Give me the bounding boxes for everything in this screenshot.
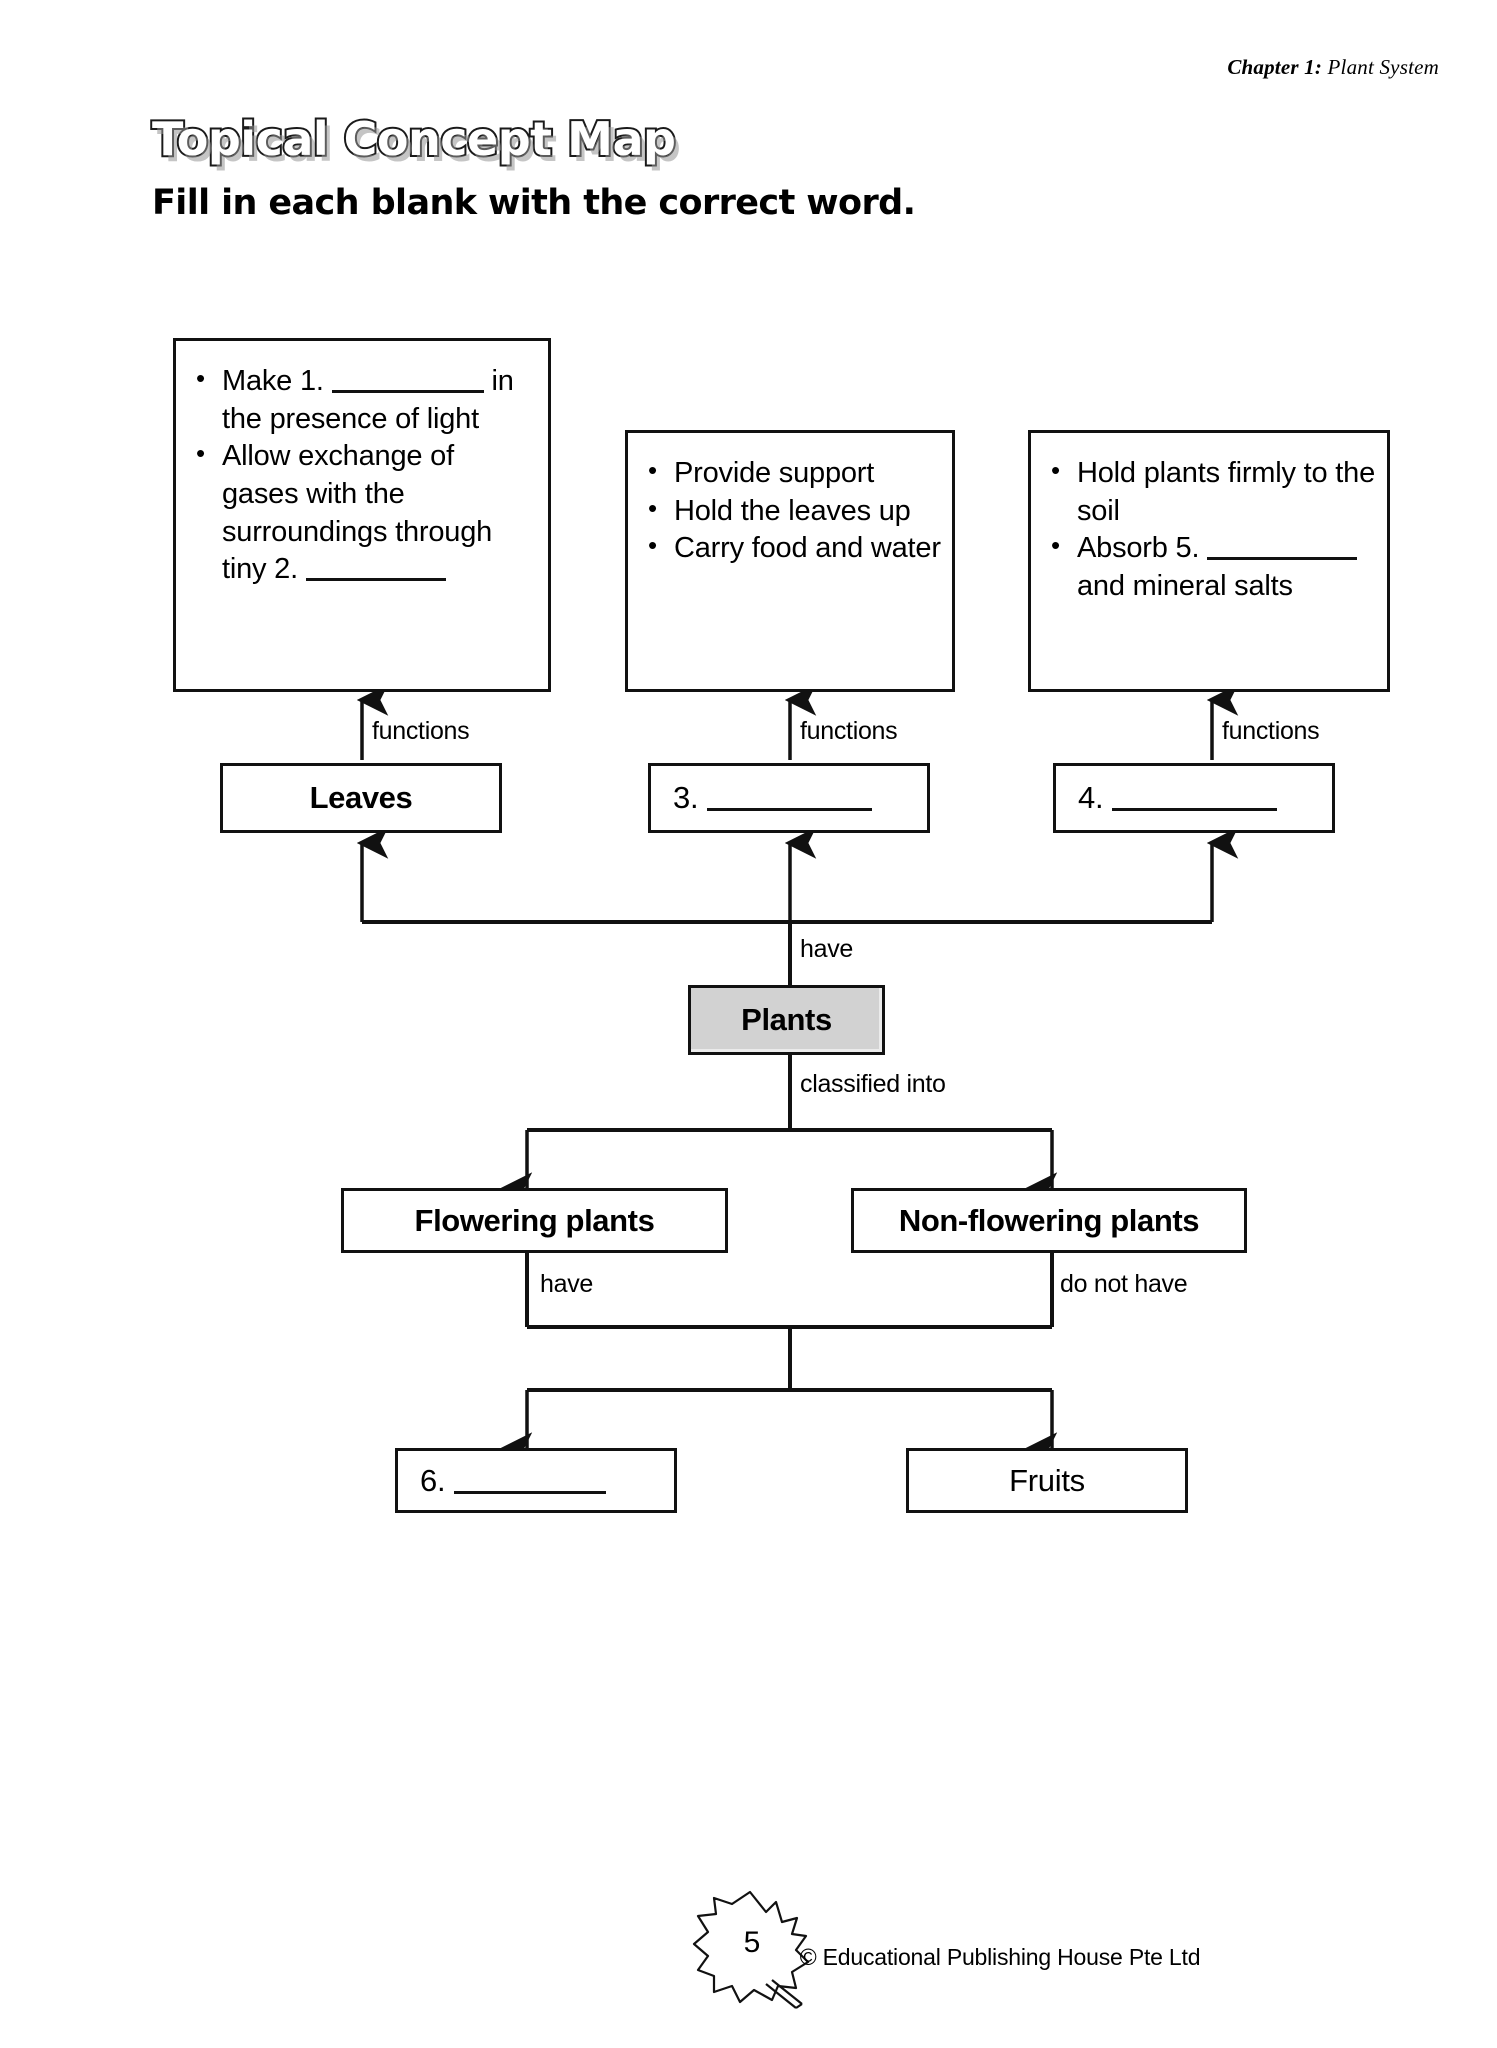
edge-label-classified-into: classified into: [800, 1070, 946, 1098]
bullet-item: Make 1. in the presence of light: [188, 362, 538, 438]
edge-label-functions-mid: functions: [800, 717, 898, 745]
edge-label-functions-left: functions: [372, 717, 470, 745]
bullet-item: Hold plants firmly to the soil: [1043, 454, 1379, 530]
node-plants: Plants: [688, 985, 885, 1055]
node-part-4: 4.: [1053, 763, 1335, 833]
blank-5[interactable]: [1207, 557, 1358, 561]
leaf-functions-box: Make 1. in the presence of light Allow e…: [173, 338, 551, 692]
chapter-title: Plant System: [1327, 55, 1439, 79]
node-part-4-label: 4.: [1078, 780, 1277, 816]
blank-3[interactable]: [706, 808, 872, 811]
chapter-header: Chapter 1: Plant System: [1227, 55, 1439, 80]
leaf-page-marker: [692, 1890, 810, 2009]
bullet-item: Absorb 5. and mineral salts: [1043, 529, 1379, 605]
root-functions-box: Hold plants firmly to the soil Absorb 5.…: [1028, 430, 1390, 692]
node-non-flowering-plants-label: Non-flowering plants: [898, 1202, 1200, 1238]
page-title: Topical Concept Map: [150, 110, 678, 168]
bullet-item: Carry food and water: [640, 529, 944, 568]
node-fruits-label: Fruits: [1009, 1462, 1085, 1498]
bullet-item: Allow exchange of gases with the surroun…: [188, 437, 538, 589]
edge-label-have-top: have: [800, 935, 854, 963]
edge-label-have-flowering: have: [540, 1270, 594, 1298]
node-fruits: Fruits: [906, 1448, 1188, 1513]
node-leaves: Leaves: [220, 763, 502, 833]
blank-4[interactable]: [1111, 808, 1277, 811]
edge-label-do-not-have: do not have: [1060, 1270, 1188, 1298]
node-non-flowering-plants: Non-flowering plants: [851, 1188, 1247, 1253]
footer-copyright: © Educational Publishing House Pte Ltd: [799, 1944, 1201, 1970]
edge-label-functions-right: functions: [1222, 717, 1320, 745]
chapter-number: Chapter 1:: [1227, 55, 1323, 79]
node-blank-6-label: 6.: [420, 1463, 606, 1499]
node-part-3-label: 3.: [673, 780, 872, 816]
node-leaves-label: Leaves: [309, 780, 413, 815]
instruction-text: Fill in each blank with the correct word…: [152, 183, 916, 223]
blank-2[interactable]: [305, 578, 446, 582]
node-plants-label: Plants: [741, 1002, 832, 1037]
node-blank-6: 6.: [395, 1448, 677, 1513]
blank-1[interactable]: [331, 390, 484, 393]
node-flowering-plants: Flowering plants: [341, 1188, 728, 1253]
node-part-3: 3.: [648, 763, 930, 833]
blank-6[interactable]: [453, 1490, 606, 1494]
stem-functions-box: Provide support Hold the leaves up Carry…: [625, 430, 955, 692]
bullet-item: Provide support: [640, 454, 944, 493]
bullet-item: Hold the leaves up: [640, 492, 944, 531]
node-flowering-plants-label: Flowering plants: [414, 1202, 655, 1238]
page-number: 5: [743, 1926, 761, 1959]
